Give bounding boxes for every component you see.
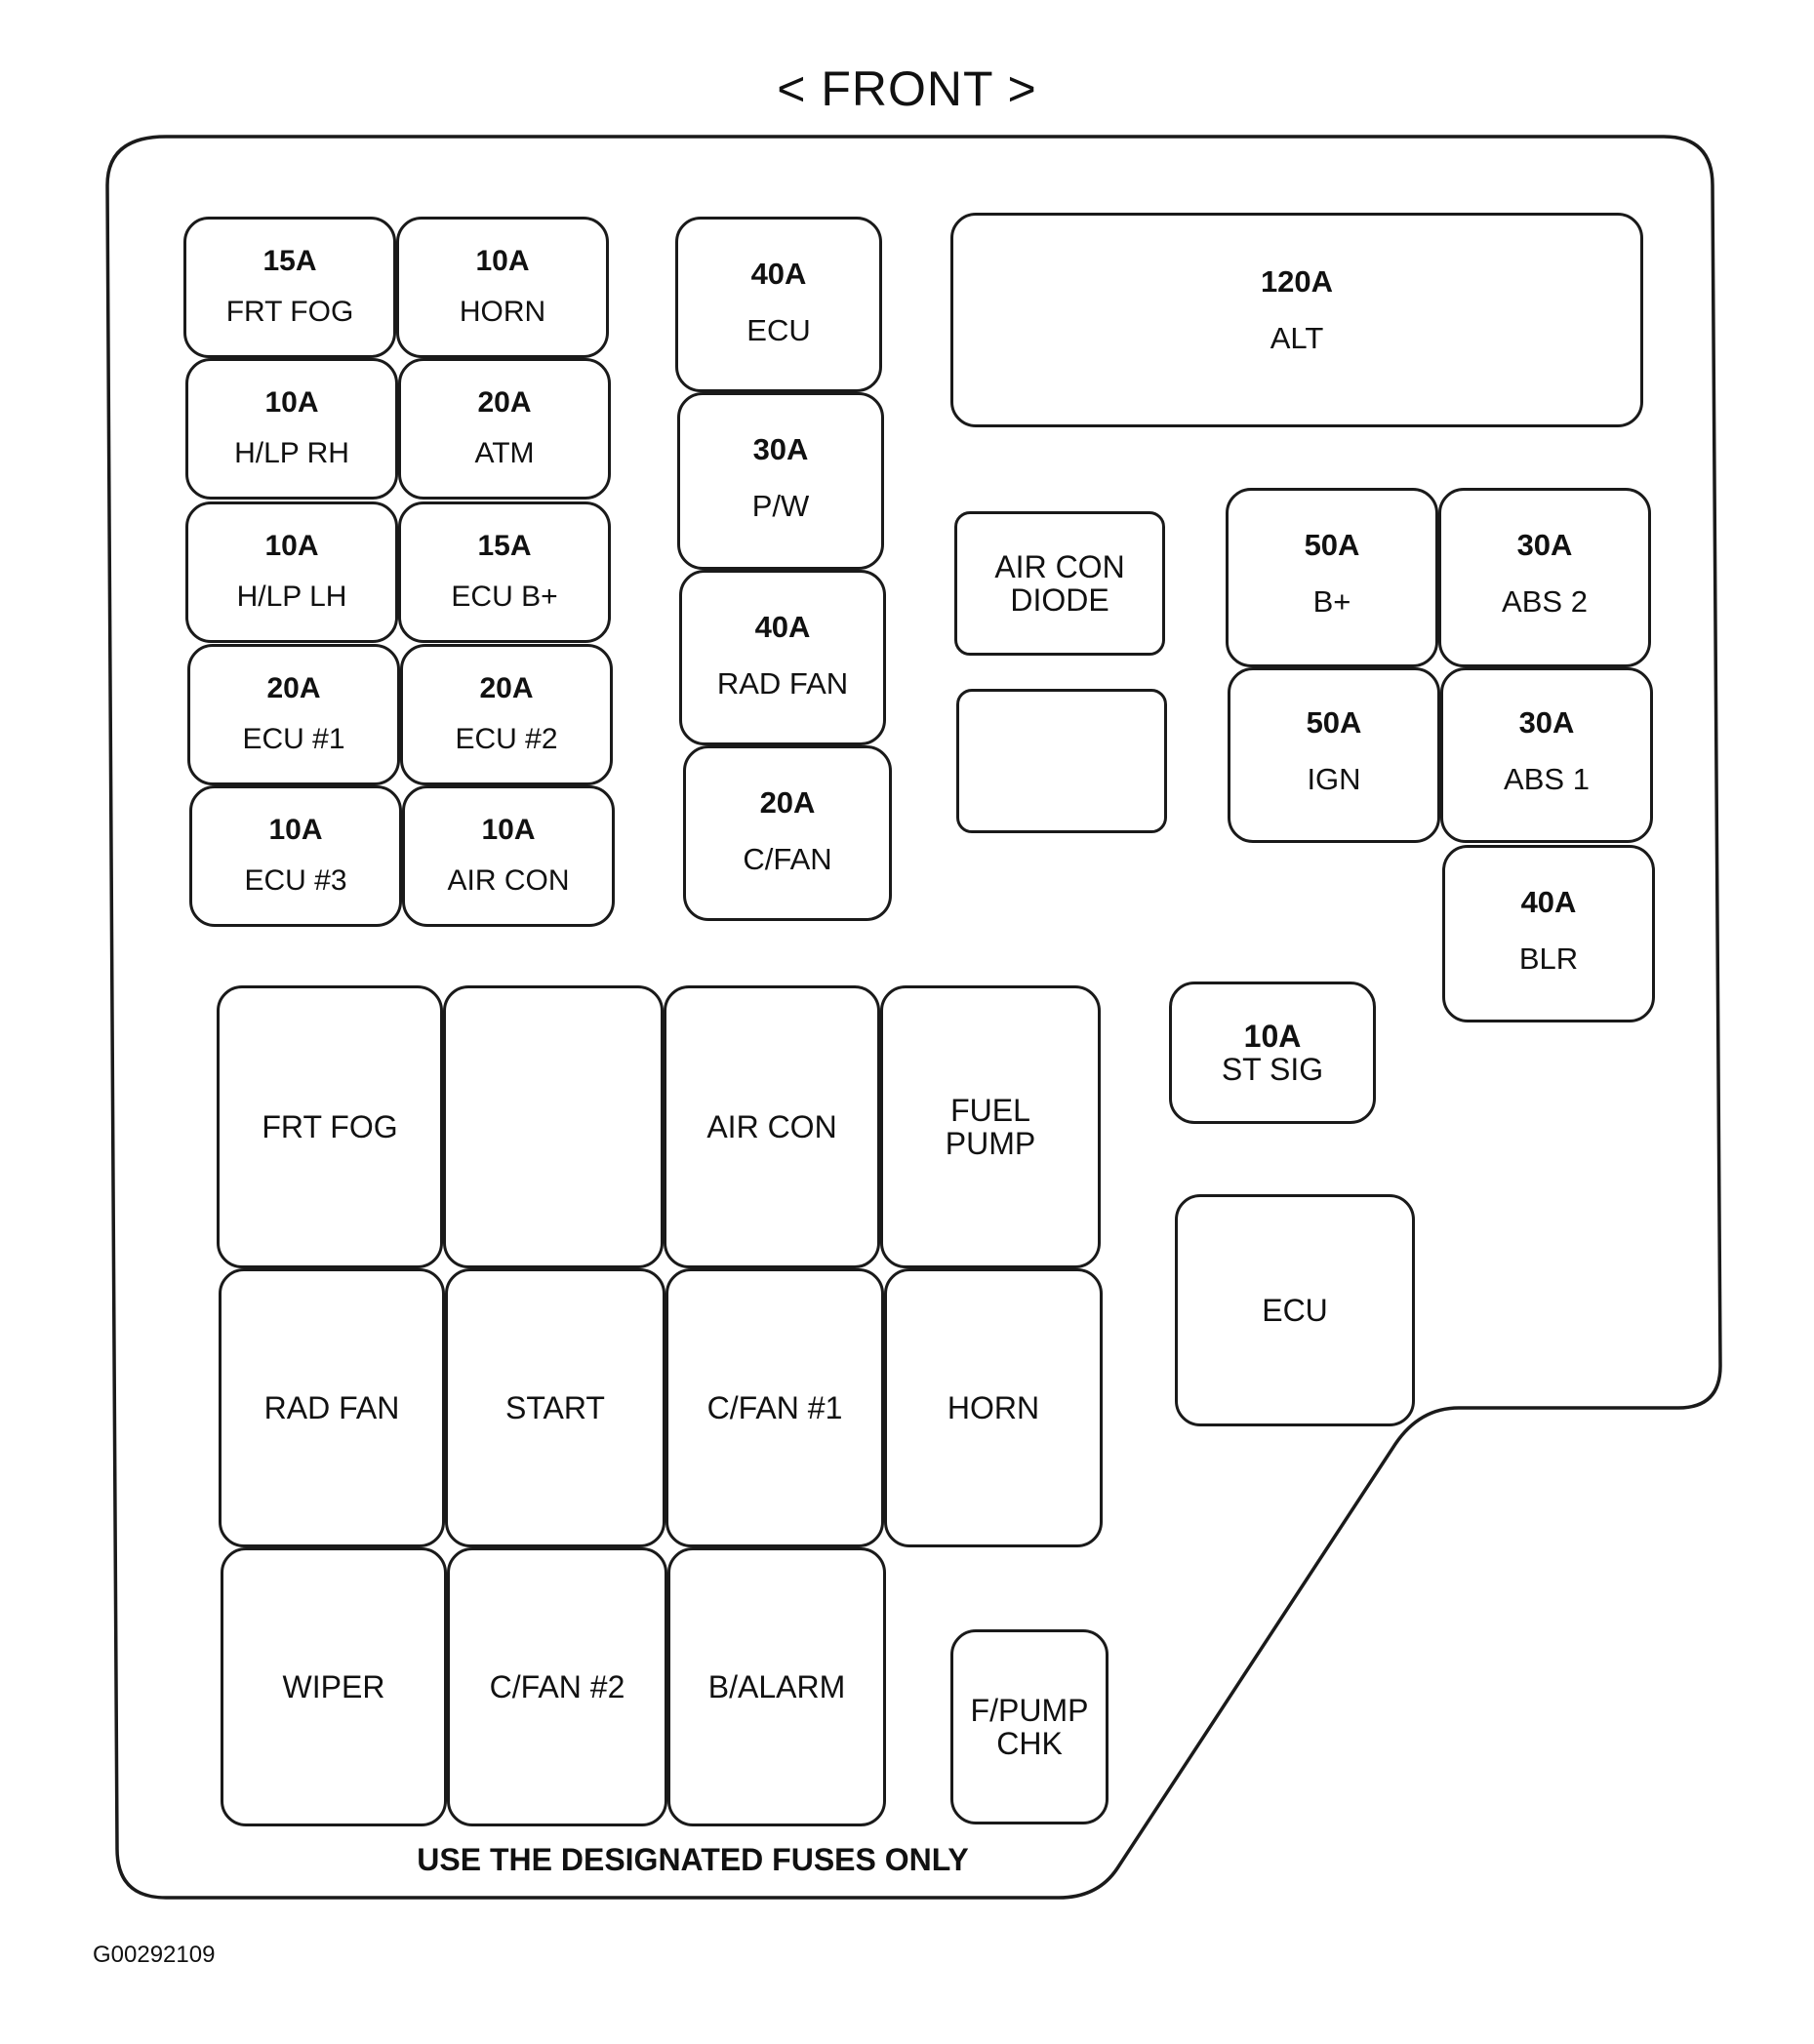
fuse-amp: 40A bbox=[750, 257, 807, 291]
relay-wiper: WIPER bbox=[221, 1547, 447, 1826]
air-con-diode: AIR CON DIODE bbox=[954, 511, 1165, 656]
fuse-amp: 20A bbox=[477, 386, 532, 419]
fuse-ecu-40a: 40A ECU bbox=[675, 217, 882, 392]
fuse-rad-fan: 40A RAD FAN bbox=[679, 570, 886, 745]
fuse-pw: 30A P/W bbox=[677, 392, 884, 570]
fuse-atm: 20A ATM bbox=[398, 358, 611, 500]
fuse-amp: 10A bbox=[264, 386, 319, 419]
relay-label: C/FAN #2 bbox=[489, 1669, 625, 1704]
fuse-amp: 30A bbox=[752, 432, 809, 466]
fuse-amp: 10A bbox=[264, 530, 319, 562]
relay-label-line2: PUMP bbox=[945, 1126, 1036, 1161]
relay-start: START bbox=[445, 1268, 665, 1547]
fuse-ecu-1: 20A ECU #1 bbox=[187, 644, 400, 785]
fuse-name: P/W bbox=[751, 489, 810, 523]
fuse-name: H/LP RH bbox=[234, 437, 349, 469]
front-label: < FRONT > bbox=[777, 61, 1037, 116]
fuse-name: C/FAN bbox=[743, 842, 832, 876]
relay-label: WIPER bbox=[282, 1669, 385, 1704]
fuse-amp: 10A bbox=[1243, 1019, 1302, 1054]
fuse-amp: 120A bbox=[1260, 264, 1334, 299]
fuse-amp: 15A bbox=[262, 245, 317, 277]
fuse-amp: 30A bbox=[1516, 528, 1573, 562]
fuse-horn: 10A HORN bbox=[396, 217, 609, 358]
fuse-frt-fog: 15A FRT FOG bbox=[183, 217, 396, 358]
relay-label: FRT FOG bbox=[262, 1109, 398, 1144]
fuse-name: RAD FAN bbox=[716, 666, 849, 701]
relay-label: C/FAN #1 bbox=[706, 1390, 843, 1425]
fuse-amp: 20A bbox=[266, 672, 321, 704]
fuse-amp: 50A bbox=[1306, 705, 1362, 740]
fuse-ecu-3: 10A ECU #3 bbox=[189, 785, 402, 927]
fuse-amp: 10A bbox=[475, 245, 530, 277]
fuse-amp: 30A bbox=[1518, 705, 1575, 740]
fuse-cfan: 20A C/FAN bbox=[683, 745, 892, 921]
relay-label: B/ALARM bbox=[707, 1669, 846, 1704]
fuse-name: ABS 2 bbox=[1502, 584, 1588, 619]
fuse-amp: 20A bbox=[479, 672, 534, 704]
fuse-st-sig: 10A ST SIG bbox=[1169, 982, 1376, 1124]
fuse-name: ABS 1 bbox=[1504, 762, 1590, 796]
fpump-line2: CHK bbox=[996, 1726, 1063, 1761]
fuse-name: ECU B+ bbox=[451, 581, 558, 613]
fuse-amp: 20A bbox=[759, 785, 816, 820]
fuse-air-con: 10A AIR CON bbox=[402, 785, 615, 927]
relay-rad-fan: RAD FAN bbox=[219, 1268, 445, 1547]
relay-label: RAD FAN bbox=[263, 1390, 400, 1425]
relay-fuel-pump: FUEL PUMP bbox=[880, 985, 1101, 1268]
fuse-ign: 50A IGN bbox=[1228, 667, 1440, 843]
diode-line1: AIR CON bbox=[994, 549, 1125, 584]
fuse-name: IGN bbox=[1307, 762, 1361, 796]
fuse-alt: 120A ALT bbox=[950, 213, 1643, 427]
empty-slot bbox=[956, 689, 1167, 833]
figure-code: G00292109 bbox=[93, 1942, 216, 1968]
fuse-name: ATM bbox=[474, 437, 535, 469]
relay-ecu: ECU bbox=[1175, 1194, 1415, 1426]
relay-cfan-1: C/FAN #1 bbox=[665, 1268, 884, 1547]
relay-label: HORN bbox=[947, 1390, 1040, 1425]
diode-line2: DIODE bbox=[1010, 582, 1109, 618]
fuse-name: ECU #3 bbox=[244, 864, 347, 897]
relay-label: AIR CON bbox=[706, 1109, 837, 1144]
relay-label: START bbox=[505, 1390, 605, 1425]
fuse-ecu-2: 20A ECU #2 bbox=[400, 644, 613, 785]
fuse-name: H/LP LH bbox=[236, 581, 347, 613]
fuse-name: ECU #2 bbox=[455, 723, 558, 755]
fuse-abs-1: 30A ABS 1 bbox=[1440, 667, 1653, 843]
relay-b-alarm: B/ALARM bbox=[667, 1547, 886, 1826]
relay-air-con: AIR CON bbox=[664, 985, 880, 1268]
relay-label: ECU bbox=[1262, 1293, 1328, 1328]
fpump-chk: F/PUMP CHK bbox=[950, 1629, 1109, 1824]
fuse-b-plus: 50A B+ bbox=[1226, 488, 1438, 667]
designated-fuses-note: USE THE DESIGNATED FUSES ONLY bbox=[417, 1842, 969, 1877]
fuse-name: ECU bbox=[746, 313, 811, 347]
fuse-hlp-rh: 10A H/LP RH bbox=[185, 358, 398, 500]
fuse-hlp-lh: 10A H/LP LH bbox=[185, 501, 398, 643]
fuse-name: B+ bbox=[1312, 584, 1351, 619]
fuse-name: AIR CON bbox=[447, 864, 570, 897]
fuse-amp: 40A bbox=[754, 610, 811, 644]
fuse-blr: 40A BLR bbox=[1442, 845, 1655, 1022]
relay-frt-fog: FRT FOG bbox=[217, 985, 443, 1268]
fuse-amp: 50A bbox=[1304, 528, 1360, 562]
fuse-amp: 15A bbox=[477, 530, 532, 562]
fuse-name: FRT FOG bbox=[225, 296, 354, 328]
fuse-amp: 10A bbox=[268, 814, 323, 846]
relay-horn: HORN bbox=[884, 1268, 1103, 1547]
fuse-ecu-b-plus: 15A ECU B+ bbox=[398, 501, 611, 643]
fuse-abs-2: 30A ABS 2 bbox=[1438, 488, 1651, 667]
fpump-line1: F/PUMP bbox=[970, 1693, 1089, 1728]
fuse-name: ECU #1 bbox=[242, 723, 345, 755]
fuse-name: ST SIG bbox=[1221, 1052, 1324, 1087]
relay-cfan-2: C/FAN #2 bbox=[447, 1547, 667, 1826]
fuse-name: HORN bbox=[459, 296, 546, 328]
relay-label-line1: FUEL bbox=[950, 1093, 1030, 1128]
fuse-name: BLR bbox=[1518, 942, 1579, 976]
relay-empty bbox=[443, 985, 664, 1268]
fuse-name: ALT bbox=[1270, 321, 1324, 355]
fuse-amp: 40A bbox=[1520, 885, 1577, 919]
fuse-amp: 10A bbox=[481, 814, 536, 846]
